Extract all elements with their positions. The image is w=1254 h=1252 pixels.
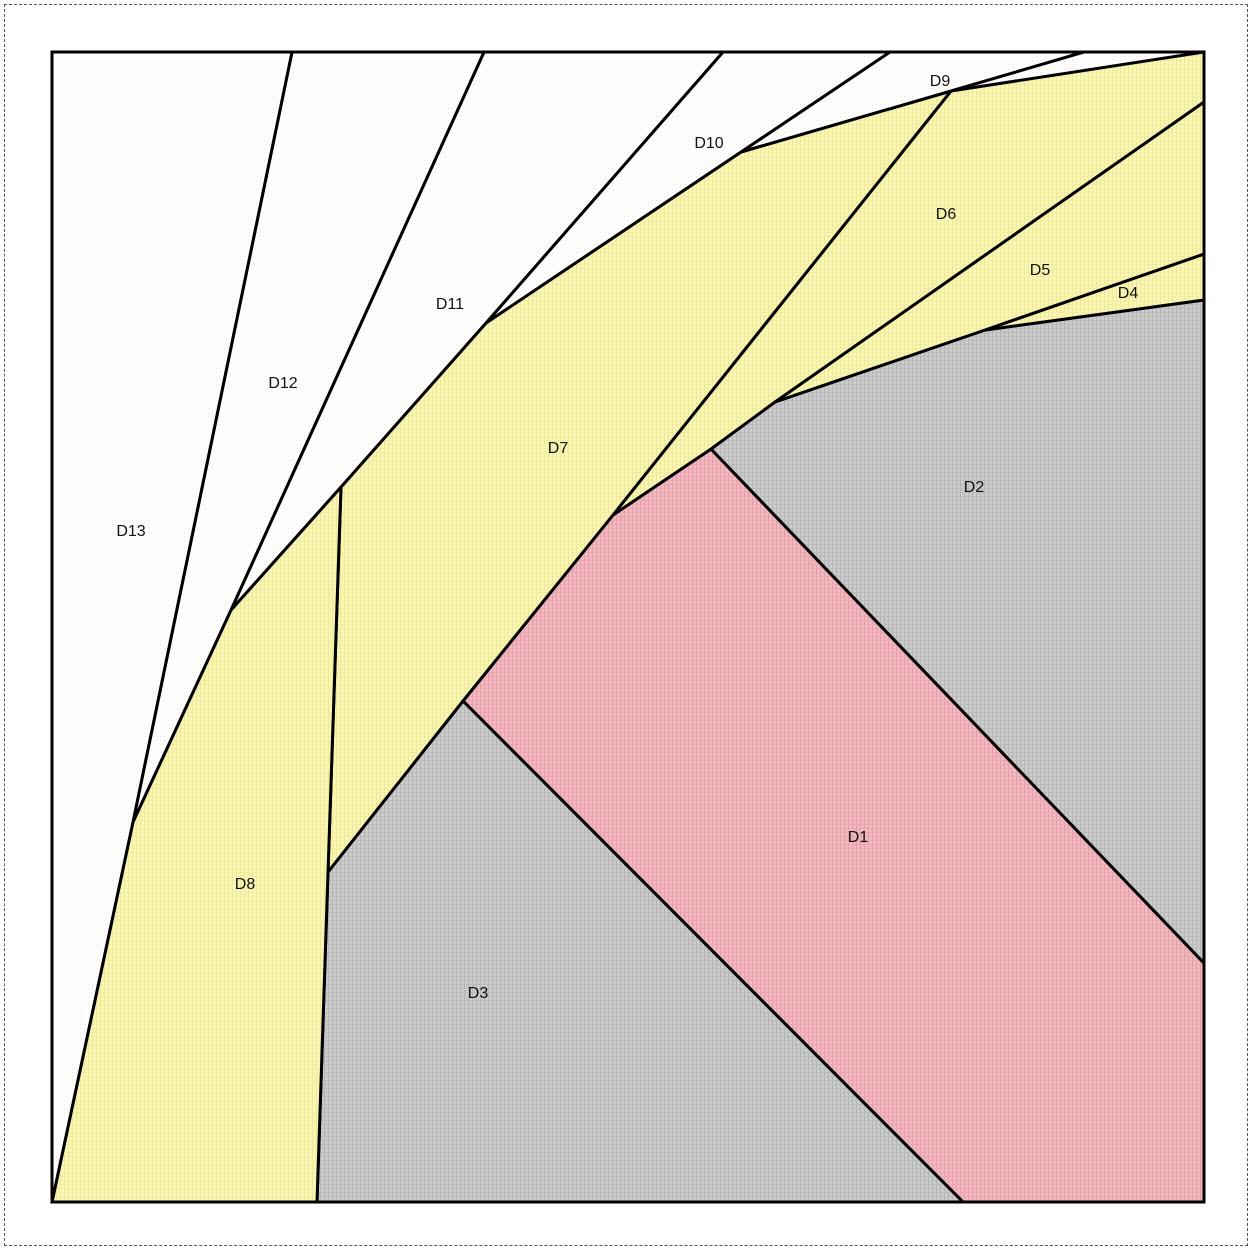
piece-label-d4: D4 bbox=[1118, 285, 1139, 302]
pieces-layer bbox=[50, 50, 1206, 1204]
piece-label-d2: D2 bbox=[964, 479, 985, 496]
piece-label-d8: D8 bbox=[235, 876, 256, 893]
block-outline bbox=[50, 50, 1206, 1204]
page-frame bbox=[4, 4, 1248, 1246]
piece-label-d6: D6 bbox=[936, 206, 957, 223]
piece-label-d11: D11 bbox=[436, 296, 464, 313]
piece-label-d3: D3 bbox=[468, 985, 489, 1002]
piece-label-d5: D5 bbox=[1030, 262, 1051, 279]
piece-label-d10: D10 bbox=[694, 135, 723, 152]
piece-label-d7: D7 bbox=[548, 440, 569, 457]
piece-label-d1: D1 bbox=[848, 829, 869, 846]
piece-label-d12: D12 bbox=[268, 375, 297, 392]
piece-label-d9: D9 bbox=[930, 73, 951, 90]
piece-label-d13: D13 bbox=[116, 523, 145, 540]
